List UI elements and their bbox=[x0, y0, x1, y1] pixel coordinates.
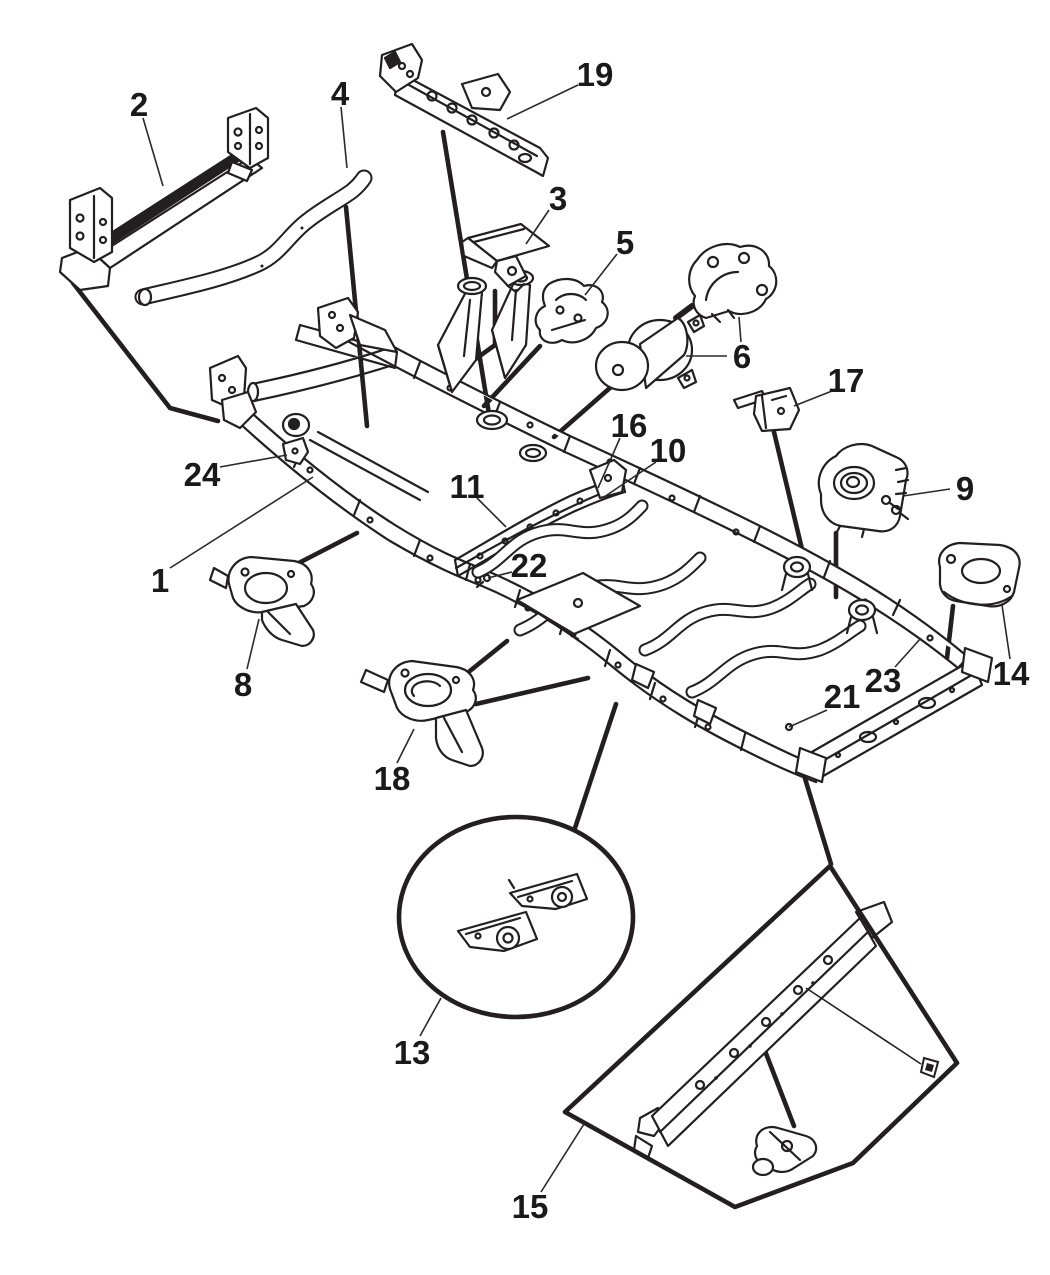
callout-number-18: 18 bbox=[374, 760, 411, 797]
callout-number-4: 4 bbox=[331, 75, 350, 112]
leader-line-13 bbox=[419, 997, 442, 1037]
part-19-crossmember bbox=[378, 42, 550, 178]
part-8-bracket bbox=[208, 555, 315, 648]
detail-15-clamp-bracket bbox=[751, 1125, 818, 1177]
part-17-bracket bbox=[732, 386, 801, 433]
part-14-mount-plate bbox=[938, 541, 1021, 608]
part-6-mount-bracket bbox=[688, 243, 778, 324]
detail-view-outlines bbox=[396, 814, 960, 1210]
callout-number-15: 15 bbox=[512, 1188, 549, 1225]
leader-line-19 bbox=[506, 84, 579, 120]
locator-line-13 bbox=[572, 701, 619, 831]
callout-number-8: 8 bbox=[234, 666, 252, 703]
leader-line-18 bbox=[396, 728, 415, 764]
part-18-bracket bbox=[359, 659, 484, 768]
part-3-bracket bbox=[460, 222, 551, 294]
marker-leader-line bbox=[805, 987, 922, 1065]
callout-number-5: 5 bbox=[616, 224, 634, 261]
detail-15-crossmember bbox=[632, 900, 894, 1160]
locator-line-14 bbox=[944, 603, 956, 661]
leader-line-6 bbox=[738, 316, 742, 343]
callout-number-19: 19 bbox=[577, 56, 614, 93]
callout-number-22: 22 bbox=[511, 547, 548, 584]
leader-line-21 bbox=[788, 709, 828, 728]
frame-rail-left bbox=[234, 403, 820, 784]
leader-line-11 bbox=[476, 497, 507, 528]
callout-number-16: 16 bbox=[611, 407, 648, 444]
leader-line-14 bbox=[1001, 604, 1011, 660]
leader-line-23 bbox=[894, 637, 922, 668]
part-2-sill-rail bbox=[58, 106, 270, 292]
frame-rail-mid-section bbox=[453, 458, 628, 578]
detail-polygon-15 bbox=[562, 863, 960, 1210]
leader-line-10 bbox=[603, 461, 657, 498]
callout-number-10: 10 bbox=[650, 432, 687, 469]
part-6-mount-cylinder bbox=[594, 303, 706, 392]
leader-line-24 bbox=[219, 454, 288, 468]
leader-line-5 bbox=[584, 253, 618, 296]
callout-number-21: 21 bbox=[824, 678, 861, 715]
locator-line-2 bbox=[70, 280, 221, 424]
leader-line-9 bbox=[902, 488, 951, 497]
detail-circle-13 bbox=[396, 814, 636, 1020]
marker-square-fill bbox=[925, 1063, 934, 1072]
leader-line-1 bbox=[169, 476, 314, 569]
leader-line-16 bbox=[597, 437, 621, 489]
rear-spring-towers bbox=[780, 555, 879, 635]
leader-line-4 bbox=[340, 106, 348, 169]
callout-number-6: 6 bbox=[733, 338, 751, 375]
loose-parts bbox=[58, 42, 1021, 1177]
bumper-bracket-right bbox=[316, 296, 360, 350]
leader-line-15 bbox=[540, 1123, 585, 1193]
locator-line-19 bbox=[440, 129, 493, 423]
damper-bracket-24 bbox=[281, 436, 310, 466]
rear-crossmember bbox=[784, 646, 994, 784]
callout-number-1: 1 bbox=[151, 562, 169, 599]
frame-assembly bbox=[208, 269, 994, 784]
locator-line-17 bbox=[771, 429, 809, 569]
callout-number-9: 9 bbox=[956, 470, 974, 507]
callout-number-13: 13 bbox=[394, 1034, 431, 1071]
leader-line-3 bbox=[525, 209, 550, 245]
callout-number-2: 2 bbox=[130, 86, 148, 123]
part-4-tube bbox=[134, 169, 373, 307]
skid-plate bbox=[515, 571, 642, 641]
callout-number-17: 17 bbox=[828, 362, 865, 399]
rear-crossmember-tubes bbox=[638, 577, 867, 699]
locator-line-6 bbox=[551, 384, 614, 440]
callout-number-3: 3 bbox=[549, 180, 567, 217]
leader-line-17 bbox=[793, 390, 833, 407]
leader-line-22 bbox=[487, 571, 513, 579]
locator-line-5 bbox=[481, 343, 543, 409]
engine-mount-towers bbox=[436, 269, 548, 463]
leader-line-2 bbox=[142, 117, 164, 187]
part-9-mount-plate bbox=[817, 442, 910, 539]
callout-number-11: 11 bbox=[450, 468, 485, 505]
callout-number-14: 14 bbox=[993, 655, 1030, 692]
trailing-arm-brackets bbox=[630, 662, 718, 726]
callout-number-23: 23 bbox=[865, 662, 902, 699]
front-crossmember bbox=[208, 296, 430, 502]
locator-line-18b bbox=[473, 675, 591, 707]
callout-number-24: 24 bbox=[184, 456, 221, 493]
part-5-bracket bbox=[534, 277, 609, 344]
leader-line-8 bbox=[246, 618, 260, 670]
detail-13-brackets bbox=[456, 872, 589, 953]
